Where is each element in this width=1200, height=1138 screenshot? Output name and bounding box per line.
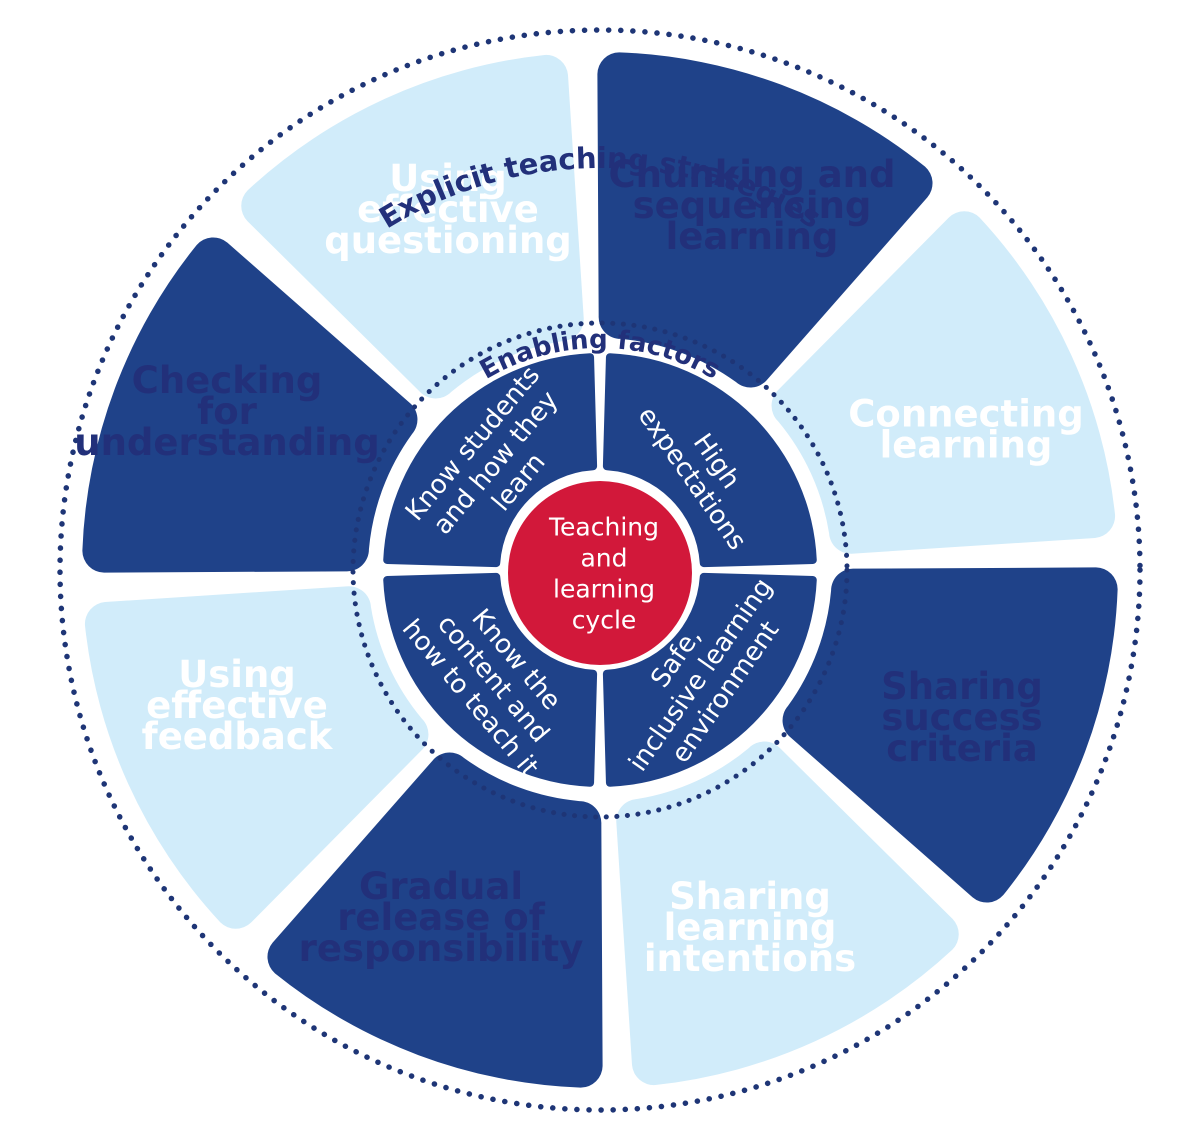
- inner-dotted-ring: [350, 320, 850, 820]
- inner-segment-4: [383, 572, 598, 787]
- outer-segment-label-line: criteria: [886, 727, 1038, 770]
- outer-segment-label-line: Checking: [132, 359, 323, 402]
- outer-segment-label-line: success: [881, 696, 1042, 739]
- outer-segment-label-line: for: [197, 390, 258, 433]
- center-circle: [508, 481, 692, 665]
- outer-segment-label-line: Connecting: [848, 393, 1083, 436]
- outer-segment-label-line: effective: [357, 188, 539, 231]
- outer-segment-6: [84, 586, 429, 929]
- outer-segment-label-line: Sharing: [669, 875, 831, 918]
- outer-segment-label-line: Chunking and: [609, 153, 896, 196]
- outer-segment-label-line: understanding: [74, 421, 380, 464]
- outer-segment-1: [597, 52, 933, 388]
- outer-segment-label-line: learning: [880, 424, 1053, 467]
- outer-segment-label-line: learning: [664, 906, 837, 949]
- outer-segment-5: [267, 752, 603, 1088]
- outer-ring-segments: [82, 52, 1118, 1088]
- inner-segment-2: [602, 353, 817, 568]
- outer-segment-2: [771, 211, 1116, 554]
- inner-segment-1: [383, 353, 598, 568]
- outer-segment-label-line: Sharing: [881, 665, 1043, 708]
- outer-segment-label-line: Gradual: [359, 865, 523, 908]
- center-label-line: learning: [553, 575, 655, 604]
- center-label-line: and: [580, 544, 627, 573]
- outer-segment-label-line: effective: [146, 684, 328, 727]
- outer-segment-label-line: sequencing: [633, 184, 872, 227]
- inner-ring-segments: [383, 353, 817, 787]
- outer-segment-4: [616, 741, 959, 1086]
- outer-dotted-ring: [57, 27, 1143, 1113]
- center-label-line: cycle: [572, 606, 637, 635]
- outer-segment-label-line: questioning: [324, 219, 572, 262]
- outer-segment-label-line: release of: [337, 896, 546, 939]
- center-label-line: Teaching: [548, 513, 659, 542]
- outer-segment-3: [782, 567, 1118, 903]
- outer-segment-label-line: learning: [666, 215, 839, 258]
- inner-segment-3: [602, 572, 817, 787]
- outer-segment-7: [82, 237, 418, 573]
- outer-segment-label-line: intentions: [644, 937, 856, 980]
- outer-segment-label-line: Using: [389, 157, 507, 200]
- outer-segment-label-line: responsibility: [299, 927, 584, 970]
- outer-segment-8: [241, 54, 584, 399]
- outer-segment-label-line: Using: [178, 653, 296, 696]
- outer-segment-label-line: feedback: [142, 715, 334, 758]
